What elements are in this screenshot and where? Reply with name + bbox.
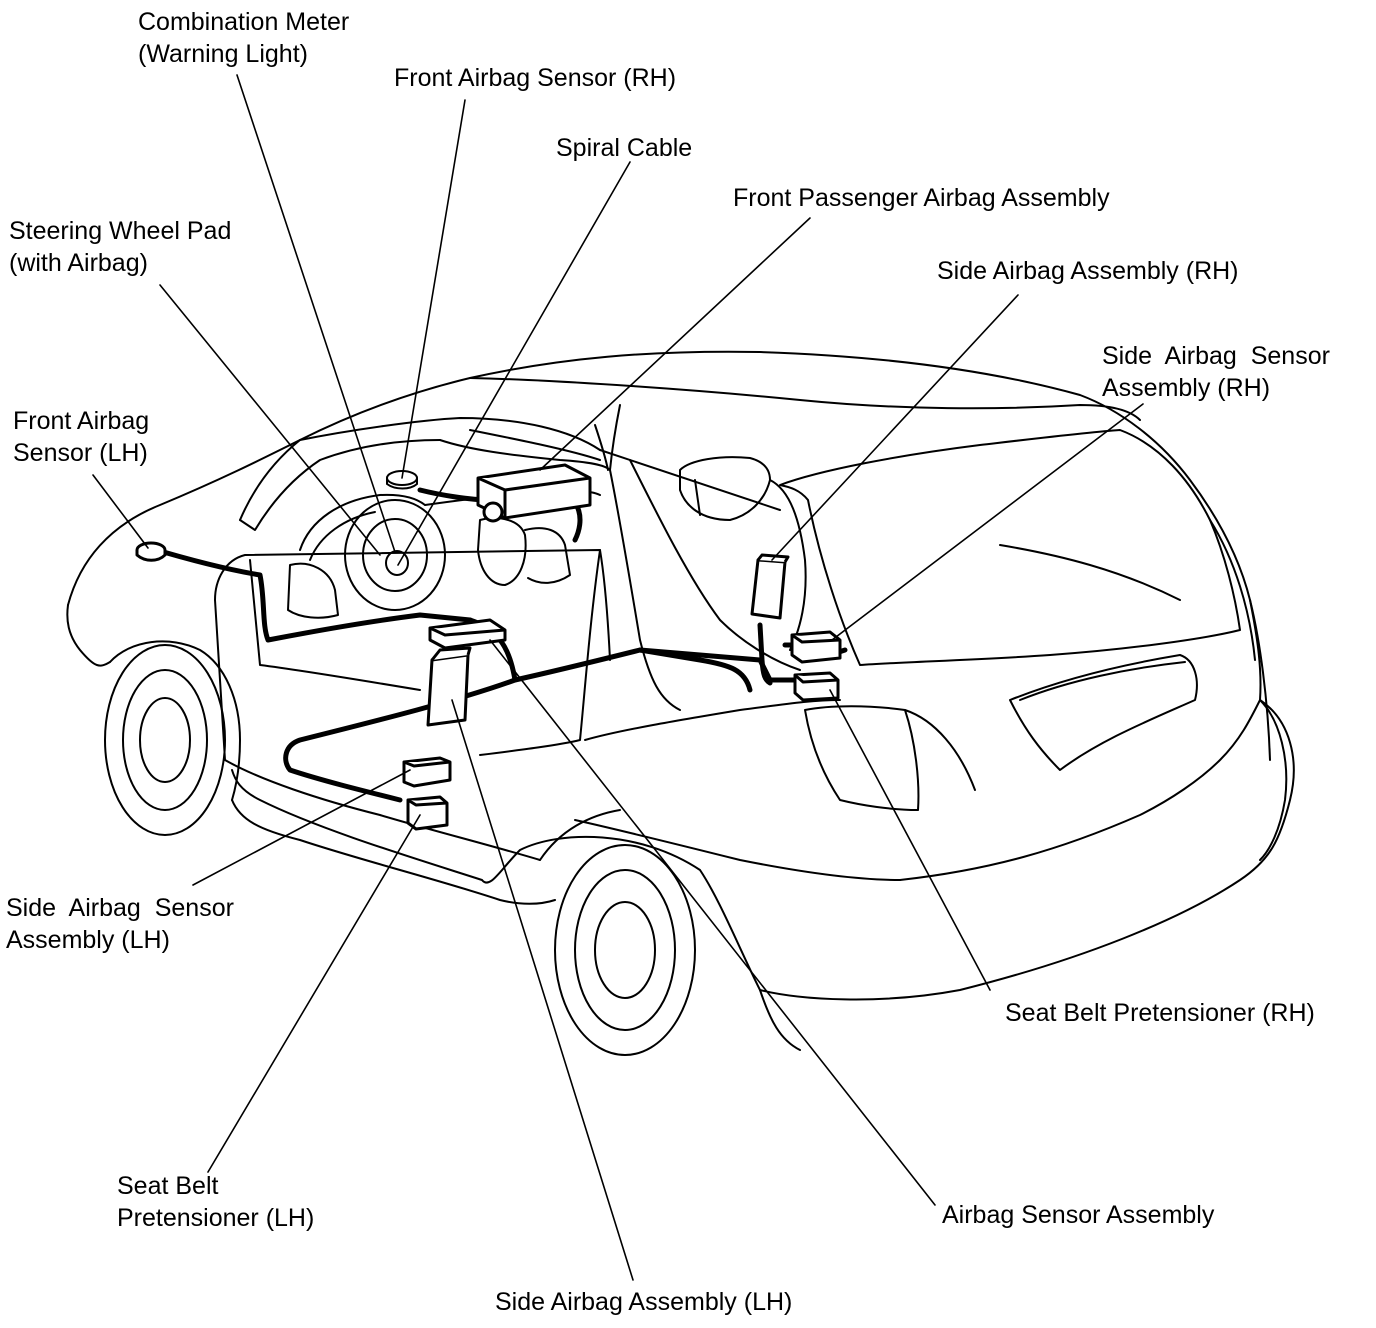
label-line: Airbag Sensor Assembly: [942, 1201, 1215, 1229]
label-line: Assembly (LH): [6, 926, 170, 954]
seats: [287, 456, 807, 651]
label-line: Assembly (RH): [1102, 374, 1271, 402]
label-airbag-sensor-assembly: Airbag Sensor Assembly: [942, 1199, 1214, 1231]
front-airbag-sensor-lh-part: [135, 541, 167, 562]
label-side-airbag-sensor-assembly-rh: Side Airbag Sensor Assembly (RH): [1102, 340, 1330, 404]
passenger-airbag-part: [476, 463, 592, 523]
label-line: Side Airbag Assembly (RH): [937, 257, 1239, 285]
airbag-sensor-assembly-part: [428, 618, 507, 650]
side-airbag-lh-part: [426, 646, 472, 727]
front-door-opening: [214, 549, 611, 861]
label-line: Side Airbag Sensor: [1102, 342, 1330, 370]
label-line: Seat Belt Pretensioner (RH): [1005, 999, 1315, 1027]
label-combination-meter: Combination Meter (Warning Light): [138, 6, 349, 70]
seat-belt-pretensioner-rh-part: [793, 671, 840, 702]
side-airbag-rh-part: [750, 553, 790, 620]
label-seat-belt-pretensioner-rh: Seat Belt Pretensioner (RH): [1005, 997, 1315, 1029]
label-line: (with Airbag): [9, 249, 148, 277]
side-airbag-sensor-lh-part: [402, 756, 452, 788]
vehicle-body-outline: [66, 350, 1295, 1001]
tail-lamps-and-bumper: [759, 654, 1288, 1051]
side-airbag-sensor-rh-part: [790, 630, 842, 664]
label-line: Steering Wheel Pad: [9, 217, 232, 245]
label-front-airbag-sensor-rh: Front Airbag Sensor (RH): [394, 62, 676, 94]
label-line: Combination Meter: [138, 8, 350, 36]
label-line: Front Airbag: [13, 407, 150, 435]
label-side-airbag-assembly-lh: Side Airbag Assembly (LH): [495, 1286, 792, 1318]
airbag-components: [135, 463, 842, 831]
wheels: [104, 644, 696, 1056]
vehicle-roof-and-glass: [469, 377, 1256, 666]
label-seat-belt-pretensioner-lh: Seat Belt Pretensioner (LH): [117, 1170, 314, 1234]
leader-lines: [92, 74, 1144, 1281]
label-side-airbag-assembly-rh: Side Airbag Assembly (RH): [937, 255, 1239, 287]
label-steering-wheel-pad: Steering Wheel Pad (with Airbag): [9, 215, 231, 279]
rear-door-and-pillar: [539, 459, 901, 881]
label-front-passenger-airbag-assembly: Front Passenger Airbag Assembly: [733, 182, 1110, 214]
label-side-airbag-sensor-assembly-lh: Side Airbag Sensor Assembly (LH): [6, 892, 234, 956]
label-line: Front Airbag Sensor (RH): [394, 64, 677, 92]
label-line: Side Airbag Assembly (LH): [495, 1288, 793, 1316]
label-line: Front Passenger Airbag Assembly: [733, 184, 1110, 212]
seat-belt-pretensioner-lh-part: [406, 795, 449, 831]
label-line: Spiral Cable: [556, 134, 693, 162]
label-line: (Warning Light): [138, 40, 308, 68]
label-line: Side Airbag Sensor: [6, 894, 234, 922]
label-line: Seat Belt: [117, 1172, 219, 1200]
label-line: Pretensioner (LH): [117, 1204, 315, 1232]
label-front-airbag-sensor-lh: Front Airbag Sensor (LH): [13, 405, 149, 469]
label-spiral-cable: Spiral Cable: [556, 132, 692, 164]
label-line: Sensor (LH): [13, 439, 148, 467]
